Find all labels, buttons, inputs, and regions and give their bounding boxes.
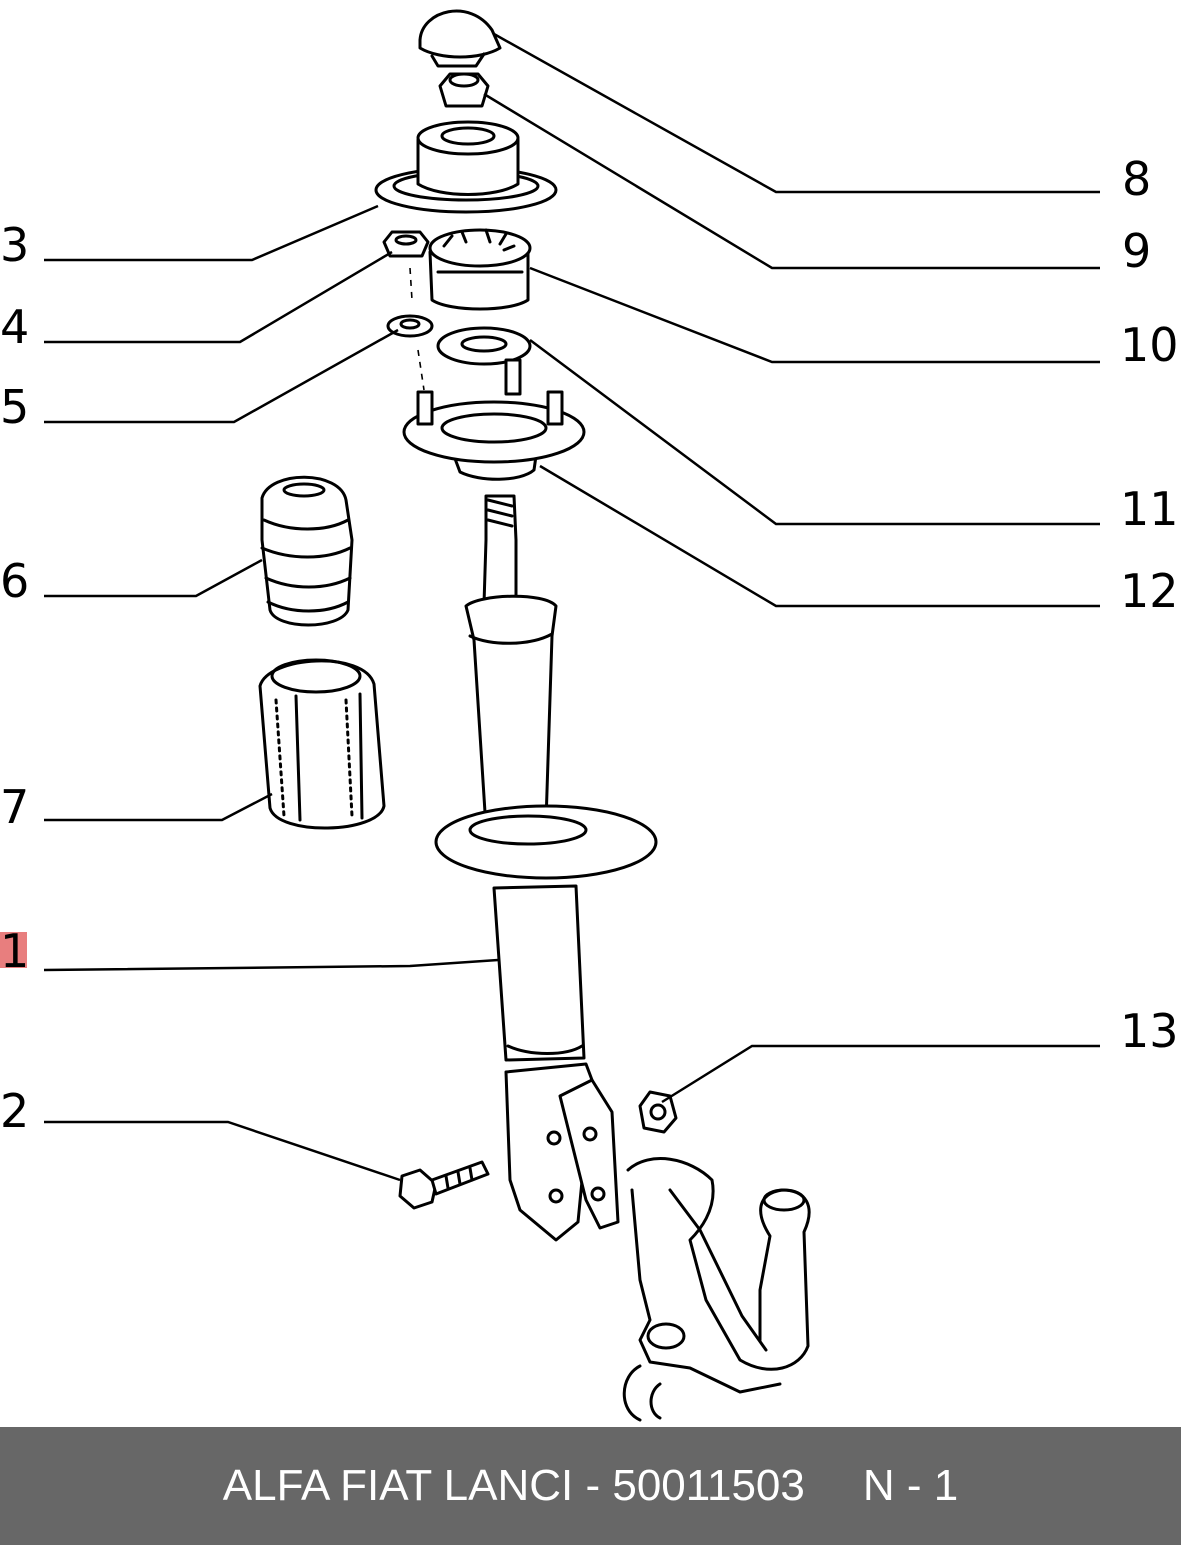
part-4-small-nut [382,230,430,258]
callout-1: 1 [0,924,30,978]
leader-lines [43,32,1100,1182]
part-13-nut [638,1090,678,1134]
callout-8: 8 [1122,152,1152,206]
part-7-dust-boot [258,658,386,830]
callout-9: 9 [1122,224,1152,278]
callout-11: 11 [1120,482,1179,536]
part-9-nut [438,72,490,108]
callout-1-highlight [0,932,27,968]
part-3-upper-mount [374,120,558,214]
footer-caption: ALFA FIAT LANCI - 50011503 N - 1 [0,1427,1181,1545]
part-11-bearing [436,326,532,366]
part-8-dust-cap [418,9,502,68]
exploded-strut-diagram [43,9,1100,1422]
part-6-bump-stop [260,475,354,627]
steering-knuckle [622,1157,811,1422]
callout-6: 6 [0,554,30,608]
callout-5: 5 [0,380,30,434]
footer-page-text: N - 1 [862,1461,959,1510]
part-12-mount-plate [402,358,586,481]
callout-4: 4 [0,300,30,354]
part-2-bolt [398,1160,490,1210]
callout-3: 3 [0,218,30,272]
footer-bar: ALFA FIAT LANCI - 50011503 N - 1 [0,1427,1181,1545]
part-5-washer [386,314,434,338]
callout-10: 10 [1120,318,1179,372]
callout-13: 13 [1120,1004,1179,1058]
part-10-rubber-mount [428,228,532,311]
callout-7: 7 [0,780,30,834]
callout-12: 12 [1120,564,1179,618]
callout-2: 2 [0,1084,30,1138]
part-1-strut [434,494,658,1242]
footer-part-text: ALFA FIAT LANCI - 50011503 [222,1461,805,1510]
